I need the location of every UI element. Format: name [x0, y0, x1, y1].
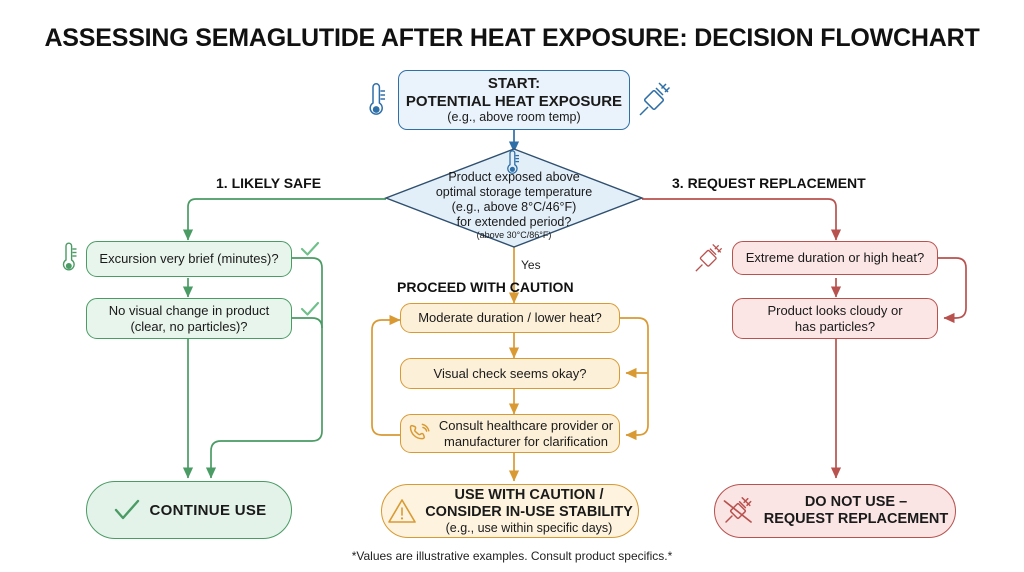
right-terminal-line2: REQUEST REPLACEMENT — [763, 511, 949, 527]
check-icon — [299, 239, 321, 264]
phone-call-icon — [407, 423, 431, 445]
decision-line4: for extended period? — [456, 214, 572, 229]
right-step-2-line1: Product looks cloudy or — [767, 303, 903, 319]
center-step-3-line2: manufacturer for clarification — [443, 433, 608, 449]
right-terminal-do-not-use[interactable]: DO NOT USE – REQUEST REPLACEMENT — [714, 484, 956, 538]
right-step-2-line2: has particles? — [794, 318, 876, 334]
decision-line2: optimal storage temperature — [435, 184, 593, 199]
start-node[interactable]: START: POTENTIAL HEAT EXPOSURE (e.g., ab… — [398, 70, 630, 130]
center-step-1[interactable]: Moderate duration / lower heat? — [400, 303, 620, 333]
decision-line3: (e.g., above 8°C/46°F) — [451, 199, 577, 214]
center-step-3-line1: Consult healthcare provider or — [438, 418, 614, 434]
no-syringe-icon — [722, 496, 756, 526]
check-icon — [112, 497, 142, 523]
center-step-1-line1: Moderate duration / lower heat? — [418, 310, 602, 326]
branch-label-center: PROCEED WITH CAUTION — [397, 279, 574, 295]
center-terminal-use-with-caution[interactable]: USE WITH CAUTION / CONSIDER IN-USE STABI… — [381, 484, 639, 538]
left-step-2-line1: No visual change in product — [108, 303, 270, 319]
footnote: *Values are illustrative examples. Consu… — [351, 549, 673, 563]
left-terminal-continue-use[interactable]: CONTINUE USE — [86, 481, 292, 539]
center-terminal-line3: (e.g., use within specific days) — [445, 520, 613, 535]
left-step-1[interactable]: Excursion very brief (minutes)? — [86, 241, 292, 277]
decision-node[interactable]: Product exposed above optimal storage te… — [384, 148, 644, 248]
decision-line1: Product exposed above — [448, 169, 580, 184]
left-step-2-line2: (clear, no particles)? — [130, 318, 248, 334]
decision-line5: (above 30°C/86°F) — [476, 229, 552, 240]
left-step-2[interactable]: No visual change in product (clear, no p… — [86, 298, 292, 339]
left-terminal-label: CONTINUE USE — [149, 501, 267, 519]
decision-text: Product exposed above optimal storage te… — [436, 156, 592, 241]
center-step-2[interactable]: Visual check seems okay? — [400, 358, 620, 389]
syringe-icon — [694, 242, 724, 279]
start-line3: (e.g., above room temp) — [447, 110, 581, 125]
thermometer-icon — [362, 82, 388, 123]
check-icon — [299, 299, 321, 324]
warning-triangle-icon — [387, 497, 417, 525]
center-step-2-line1: Visual check seems okay? — [433, 365, 587, 381]
start-line1: START: — [487, 74, 541, 92]
branch-label-right: 3. REQUEST REPLACEMENT — [672, 175, 866, 191]
center-step-3[interactable]: Consult healthcare provider or manufactu… — [400, 414, 620, 453]
right-terminal-line1: DO NOT USE – — [804, 493, 908, 510]
right-step-1[interactable]: Extreme duration or high heat? — [732, 241, 938, 275]
branch-label-left: 1. LIKELY SAFE — [216, 175, 322, 191]
center-terminal-line1: USE WITH CAUTION / — [454, 486, 604, 503]
right-step-2[interactable]: Product looks cloudy or has particles? — [732, 298, 938, 339]
start-line2: POTENTIAL HEAT EXPOSURE — [405, 92, 623, 110]
syringe-icon — [637, 80, 671, 123]
page-title: ASSESSING SEMAGLUTIDE AFTER HEAT EXPOSUR… — [44, 24, 980, 52]
edge-label-yes: Yes — [521, 258, 541, 272]
right-step-1-line1: Extreme duration or high heat? — [745, 250, 925, 266]
diamond-shape — [384, 148, 644, 248]
center-terminal-line2: CONSIDER IN-USE STABILITY — [425, 503, 633, 520]
left-step-1-line1: Excursion very brief (minutes)? — [99, 251, 279, 267]
thermometer-icon — [58, 242, 80, 279]
thermometer-icon — [503, 150, 523, 181]
